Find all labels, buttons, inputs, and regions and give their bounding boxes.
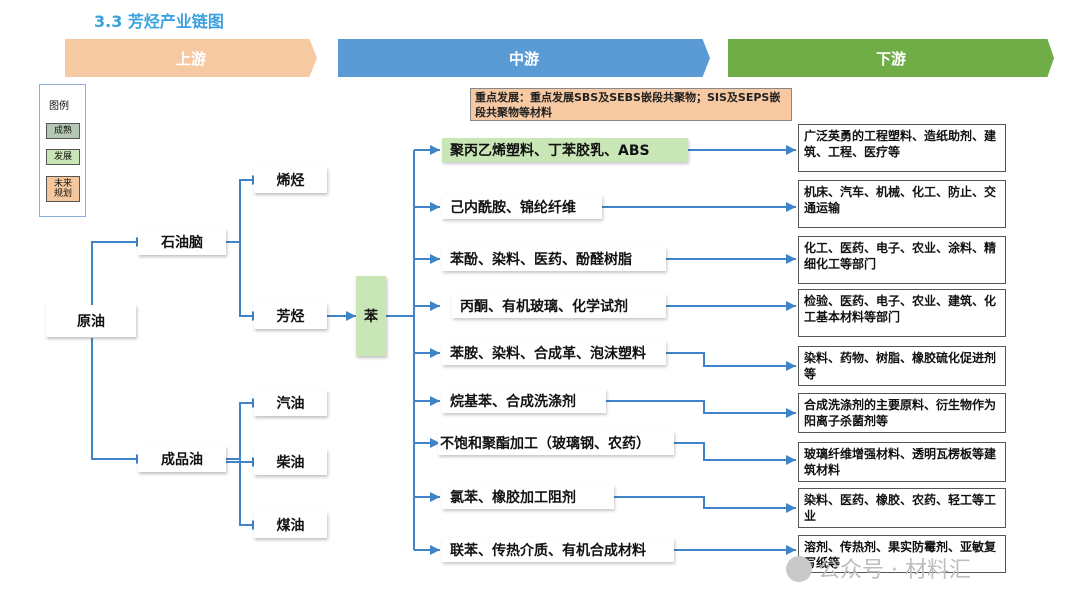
downstream-banner: 下游 bbox=[728, 39, 1054, 77]
node-crude-oil: 原油 bbox=[46, 305, 136, 337]
legend-mature-swatch: 成熟 bbox=[46, 123, 80, 139]
down-application: 化工、医药、电子、农业、涂料、精细化工等部门 bbox=[798, 236, 1006, 284]
legend-develop-label: 发展 bbox=[53, 152, 72, 162]
node-gasoline: 汽油 bbox=[254, 390, 327, 416]
node-benzene-label: 苯 bbox=[364, 309, 378, 325]
node-kerosene: 煤油 bbox=[254, 512, 327, 538]
node-refined-oil: 成品油 bbox=[138, 446, 226, 472]
mid-product-label: 不饱和聚酯加工（玻璃钢、农药） bbox=[440, 436, 650, 452]
down-application: 合成洗涤剂的主要原料、衍生物作为阳离子杀菌剂等 bbox=[798, 393, 1006, 433]
node-benzene: 苯 bbox=[356, 276, 386, 356]
down-application: 广泛英勇的工程塑料、造纸助剂、建筑、工程、医疗等 bbox=[798, 124, 1006, 172]
down-application-label: 广泛英勇的工程塑料、造纸助剂、建筑、工程、医疗等 bbox=[804, 129, 997, 159]
node-olefin: 烯烃 bbox=[254, 167, 327, 193]
focus-note: 重点发展：重点发展SBS及SEBS嵌段共聚物；SIS及SEPS嵌段共聚物等材料 bbox=[470, 88, 792, 121]
page-title: 3.3 芳烃产业链图 bbox=[94, 12, 224, 31]
mid-product-label: 苯胺、染料、合成革、泡沫塑料 bbox=[450, 346, 646, 362]
down-application: 玻璃纤维增强材料、透明瓦楞板等建筑材料 bbox=[798, 442, 1006, 482]
legend-future-swatch: 未来 规划 bbox=[46, 176, 80, 202]
mid-product-label: 丙酮、有机玻璃、化学试剂 bbox=[460, 299, 628, 315]
down-application-label: 玻璃纤维增强材料、透明瓦楞板等建筑材料 bbox=[804, 447, 997, 477]
node-naphtha: 石油脑 bbox=[138, 229, 226, 255]
upstream-banner: 上游 bbox=[65, 39, 317, 77]
legend-title: 图例 bbox=[49, 101, 69, 112]
node-kerosene-label: 煤油 bbox=[276, 518, 305, 534]
mid-product-label: 苯酚、染料、医药、酚醛树脂 bbox=[450, 252, 632, 268]
node-diesel: 柴油 bbox=[254, 449, 327, 475]
node-crude-oil-label: 原油 bbox=[77, 314, 105, 330]
downstream-label: 下游 bbox=[875, 49, 906, 68]
node-olefin-label: 烯烃 bbox=[276, 173, 305, 189]
watermark: 公众号 · 材料汇 bbox=[818, 558, 971, 583]
down-application-label: 合成洗涤剂的主要原料、衍生物作为阳离子杀菌剂等 bbox=[804, 398, 997, 428]
mid-product: 联苯、传热介质、有机合成材料 bbox=[442, 538, 674, 562]
down-application-label: 染料、医药、橡胶、农药、轻工等工业 bbox=[804, 493, 997, 523]
mid-product: 氯苯、橡胶加工阻剂 bbox=[442, 485, 614, 509]
mid-product: 不饱和聚酯加工（玻璃钢、农药） bbox=[438, 431, 674, 455]
mid-product-label: 己内酰胺、锦纶纤维 bbox=[450, 200, 576, 216]
node-diesel-label: 柴油 bbox=[276, 455, 305, 471]
down-application-label: 染料、药物、树脂、橡胶硫化促进剂等 bbox=[804, 351, 997, 381]
down-application-label: 溶剂、传热剂、果实防霉剂、亚敏复写纸等 bbox=[804, 540, 997, 570]
mid-product-label: 氯苯、橡胶加工阻剂 bbox=[450, 490, 576, 506]
down-application-label: 检验、医药、电子、农业、建筑、化工基本材料等部门 bbox=[804, 294, 997, 324]
node-gasoline-label: 汽油 bbox=[276, 396, 305, 412]
mid-product: 丙酮、有机玻璃、化学试剂 bbox=[452, 294, 666, 318]
down-application: 染料、药物、树脂、橡胶硫化促进剂等 bbox=[798, 346, 1006, 386]
node-naphtha-label: 石油脑 bbox=[161, 235, 203, 251]
mid-product-label: 聚丙乙烯塑料、丁苯胶乳、ABS bbox=[450, 143, 650, 159]
mid-product-label: 烷基苯、合成洗涤剂 bbox=[450, 394, 576, 410]
node-refined-oil-label: 成品油 bbox=[161, 452, 203, 468]
mid-product: 苯酚、染料、医药、酚醛树脂 bbox=[442, 247, 666, 271]
midstream-banner: 中游 bbox=[338, 39, 710, 77]
down-application: 检验、医药、电子、农业、建筑、化工基本材料等部门 bbox=[798, 289, 1006, 337]
node-aromatics-label: 芳烃 bbox=[276, 309, 305, 325]
upstream-label: 上游 bbox=[175, 49, 206, 68]
mid-product: 聚丙乙烯塑料、丁苯胶乳、ABS bbox=[442, 138, 688, 162]
mid-product: 烷基苯、合成洗涤剂 bbox=[442, 389, 606, 413]
legend: 图例 成熟 发展 未来 规划 bbox=[39, 84, 86, 217]
down-application-label: 机床、汽车、机械、化工、防止、交通运输 bbox=[804, 185, 997, 215]
mid-product: 苯胺、染料、合成革、泡沫塑料 bbox=[442, 341, 666, 365]
down-application: 溶剂、传热剂、果实防霉剂、亚敏复写纸等 bbox=[798, 535, 1006, 573]
midstream-label: 中游 bbox=[508, 49, 539, 68]
wechat-icon bbox=[786, 556, 812, 582]
down-application: 机床、汽车、机械、化工、防止、交通运输 bbox=[798, 180, 1006, 228]
node-aromatics: 芳烃 bbox=[254, 303, 327, 329]
down-application-label: 化工、医药、电子、农业、涂料、精细化工等部门 bbox=[804, 241, 997, 271]
mid-product-label: 联苯、传热介质、有机合成材料 bbox=[450, 543, 646, 559]
mid-product: 己内酰胺、锦纶纤维 bbox=[442, 195, 602, 219]
down-application: 染料、医药、橡胶、农药、轻工等工业 bbox=[798, 488, 1006, 528]
legend-mature-label: 成熟 bbox=[53, 126, 72, 136]
legend-develop-swatch: 发展 bbox=[46, 149, 80, 165]
legend-future-label: 未来 规划 bbox=[53, 179, 72, 199]
